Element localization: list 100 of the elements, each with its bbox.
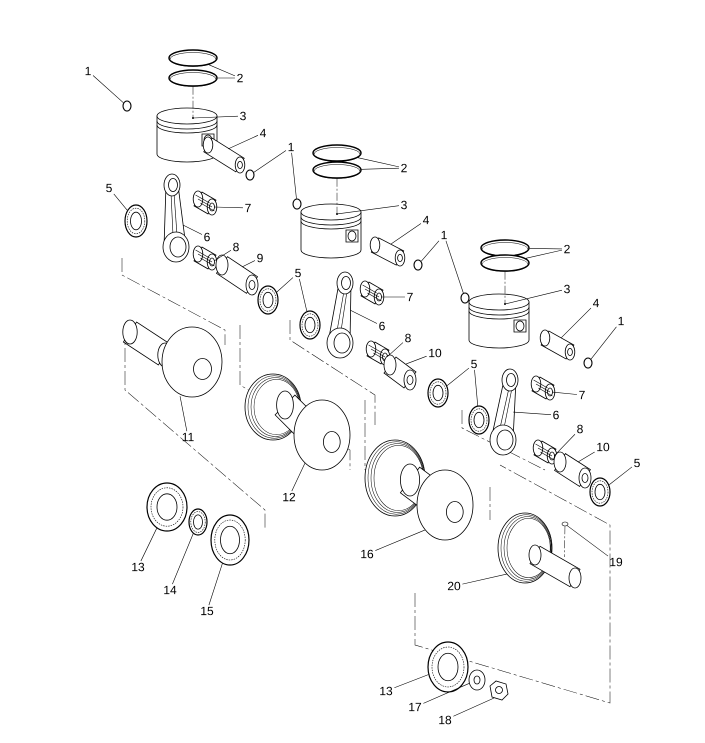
bearing — [188, 508, 208, 536]
leader-line — [361, 168, 400, 170]
piston-ring — [312, 144, 362, 162]
callout-number: 19 — [610, 558, 622, 566]
callout-number: 13 — [132, 562, 144, 572]
leader-line — [529, 248, 562, 250]
leader-line — [228, 135, 258, 150]
callout-number: 4 — [422, 216, 429, 224]
callout-number: 9 — [257, 254, 263, 262]
center-line — [336, 178, 338, 214]
leader-line — [276, 277, 294, 292]
callout-number: 1 — [618, 316, 624, 326]
leader-line — [336, 205, 400, 214]
callout-number: 3 — [401, 200, 407, 210]
leader-line — [406, 356, 427, 364]
circlip — [583, 357, 593, 369]
leader-line — [474, 370, 478, 406]
callout-number: 5 — [295, 268, 301, 278]
piston-ring — [168, 69, 218, 87]
leader-line — [421, 240, 440, 262]
leader-line — [214, 206, 244, 208]
leader-line — [446, 368, 470, 386]
leader-line — [358, 157, 400, 168]
callout-number: 3 — [564, 284, 570, 294]
connecting-rod — [326, 272, 354, 358]
callout-number: 2 — [237, 74, 243, 82]
callout-number: 14 — [164, 586, 176, 594]
needle-bearing — [530, 376, 556, 400]
nut — [490, 680, 508, 700]
leader-line — [140, 528, 157, 562]
leader-line — [291, 152, 297, 199]
callout-number: 18 — [439, 716, 452, 724]
callout-number: 11 — [182, 432, 194, 442]
bearing — [257, 285, 279, 315]
needle-bearing — [360, 280, 384, 306]
bearing — [299, 310, 321, 340]
circlip — [292, 198, 302, 210]
leader-line — [608, 466, 632, 486]
circlip — [413, 259, 423, 271]
callout-number: 2 — [564, 244, 570, 254]
piston-pin — [202, 136, 246, 174]
bearing — [468, 405, 490, 435]
callout-number: 15 — [201, 606, 214, 616]
leader-line — [504, 290, 562, 304]
leader-line — [590, 326, 617, 360]
bearing — [210, 514, 250, 566]
piston-pin — [540, 330, 576, 360]
piston-pin — [554, 452, 592, 488]
callout-number: 20 — [448, 582, 460, 590]
callout-number: 1 — [442, 230, 447, 240]
callout-number: 10 — [597, 442, 610, 452]
leader-line — [92, 75, 124, 103]
callout-number: 13 — [380, 686, 392, 696]
leader-line — [375, 530, 426, 551]
leader-line — [214, 250, 232, 262]
crankshaft-section — [122, 320, 222, 398]
callout-number: 8 — [405, 334, 411, 342]
callout-number: 1 — [288, 142, 294, 152]
leader-line — [291, 462, 306, 492]
callout-number: 7 — [245, 204, 251, 212]
leader-line — [299, 278, 308, 312]
callout-number: 5 — [471, 360, 477, 368]
needle-bearing — [192, 190, 218, 216]
piston-pin — [370, 236, 406, 266]
center-line — [504, 271, 506, 304]
leader-line — [114, 194, 128, 211]
callout-number: 8 — [233, 242, 239, 252]
leader-line — [446, 240, 464, 294]
piston — [468, 294, 530, 348]
leader-line — [242, 260, 256, 268]
leader-line — [380, 296, 406, 298]
circlip — [460, 292, 470, 304]
leader-line — [208, 64, 236, 76]
leader-line — [552, 392, 578, 395]
callout-number: 2 — [401, 164, 407, 172]
callout-number: 8 — [577, 424, 583, 434]
callout-number: 6 — [204, 232, 210, 242]
piston-ring — [312, 161, 362, 179]
leader-line — [560, 308, 592, 338]
leader-line — [180, 396, 188, 432]
leader-line — [526, 250, 562, 259]
connecting-rod — [162, 174, 190, 262]
leader-line — [566, 525, 608, 556]
leader-line — [394, 674, 429, 688]
callout-number: 5 — [106, 184, 112, 192]
leader-line — [554, 434, 576, 456]
leader-line — [386, 342, 404, 358]
leader-line — [453, 698, 494, 717]
leader-line — [423, 683, 470, 704]
bearing — [124, 204, 148, 238]
leader-line — [208, 563, 223, 606]
piston-ring — [480, 239, 530, 257]
callout-number: 6 — [553, 410, 559, 420]
circlip — [122, 100, 132, 112]
center-line — [192, 86, 194, 118]
leader-line — [462, 574, 508, 584]
callout-number: 7 — [579, 390, 585, 400]
callout-number: 17 — [409, 702, 422, 712]
callout-number: 1 — [86, 66, 91, 76]
piston-pin — [216, 254, 258, 296]
